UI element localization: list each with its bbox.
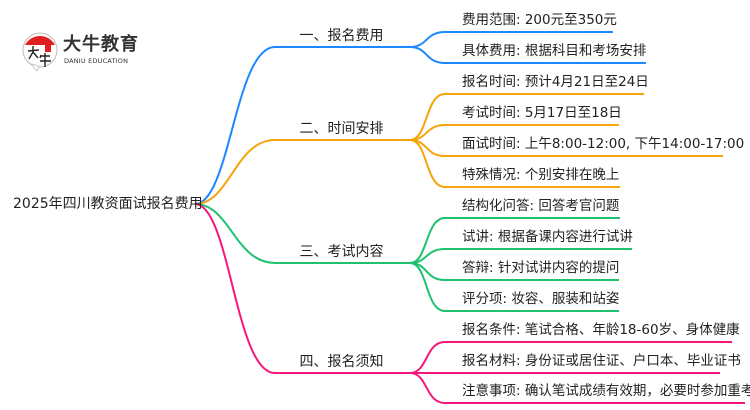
logo xyxy=(21,31,61,77)
leaf-node[interactable]: 面试时间: 上午8:00-12:00, 下午14:00-17:00 xyxy=(462,136,745,152)
leaf-node[interactable]: 注意事项: 确认笔试成绩有效期，必要时参加重考 xyxy=(462,383,750,399)
leaf-node[interactable]: 具体费用: 根据科目和考场安排 xyxy=(462,43,647,59)
leaf-node[interactable]: 费用范围: 200元至350元 xyxy=(462,12,617,28)
branch-node[interactable]: 二、时间安排 xyxy=(299,121,384,137)
leaf-node[interactable]: 考试时间: 5月17日至18日 xyxy=(462,105,622,121)
leaf-connector xyxy=(409,46,646,64)
leaf-connector xyxy=(409,139,620,188)
branch-connector xyxy=(194,46,410,205)
leaf-connector xyxy=(409,372,745,404)
branch-connector xyxy=(194,203,410,374)
leaf-node[interactable]: 试讲: 根据备课内容进行试讲 xyxy=(462,229,633,245)
brand-name: 大牛教育 xyxy=(63,34,139,55)
branch-connector xyxy=(194,203,410,264)
leaf-node[interactable]: 特殊情况: 个别安排在晚上 xyxy=(462,167,620,183)
branch-node[interactable]: 四、报名须知 xyxy=(299,354,384,370)
leaf-connector xyxy=(409,262,619,312)
branch-connector xyxy=(194,139,410,205)
branch-node[interactable]: 一、报名费用 xyxy=(299,28,384,44)
brand-name-en: DANIU EDUCATION xyxy=(64,57,129,65)
leaf-node[interactable]: 报名时间: 预计4月21日至24日 xyxy=(462,74,649,90)
leaf-node[interactable]: 报名条件: 笔试合格、年龄18-60岁、身体健康 xyxy=(462,322,740,338)
branch-node[interactable]: 三、考试内容 xyxy=(299,244,384,260)
logo-mark-icon xyxy=(22,32,58,72)
leaf-connector xyxy=(409,93,644,141)
leaf-node[interactable]: 结构化问答: 回答考官问题 xyxy=(462,198,620,214)
leaf-connector xyxy=(409,217,620,264)
root-node[interactable]: 2025年四川教资面试报名费用 xyxy=(13,196,203,212)
leaf-node[interactable]: 答辩: 针对试讲内容的提问 xyxy=(462,260,620,276)
leaf-connector xyxy=(409,341,732,374)
leaf-node[interactable]: 评分项: 妆容、服装和站姿 xyxy=(462,291,620,307)
leaf-node[interactable]: 报名材料: 身份证或居住证、户口本、毕业证书 xyxy=(462,353,741,369)
